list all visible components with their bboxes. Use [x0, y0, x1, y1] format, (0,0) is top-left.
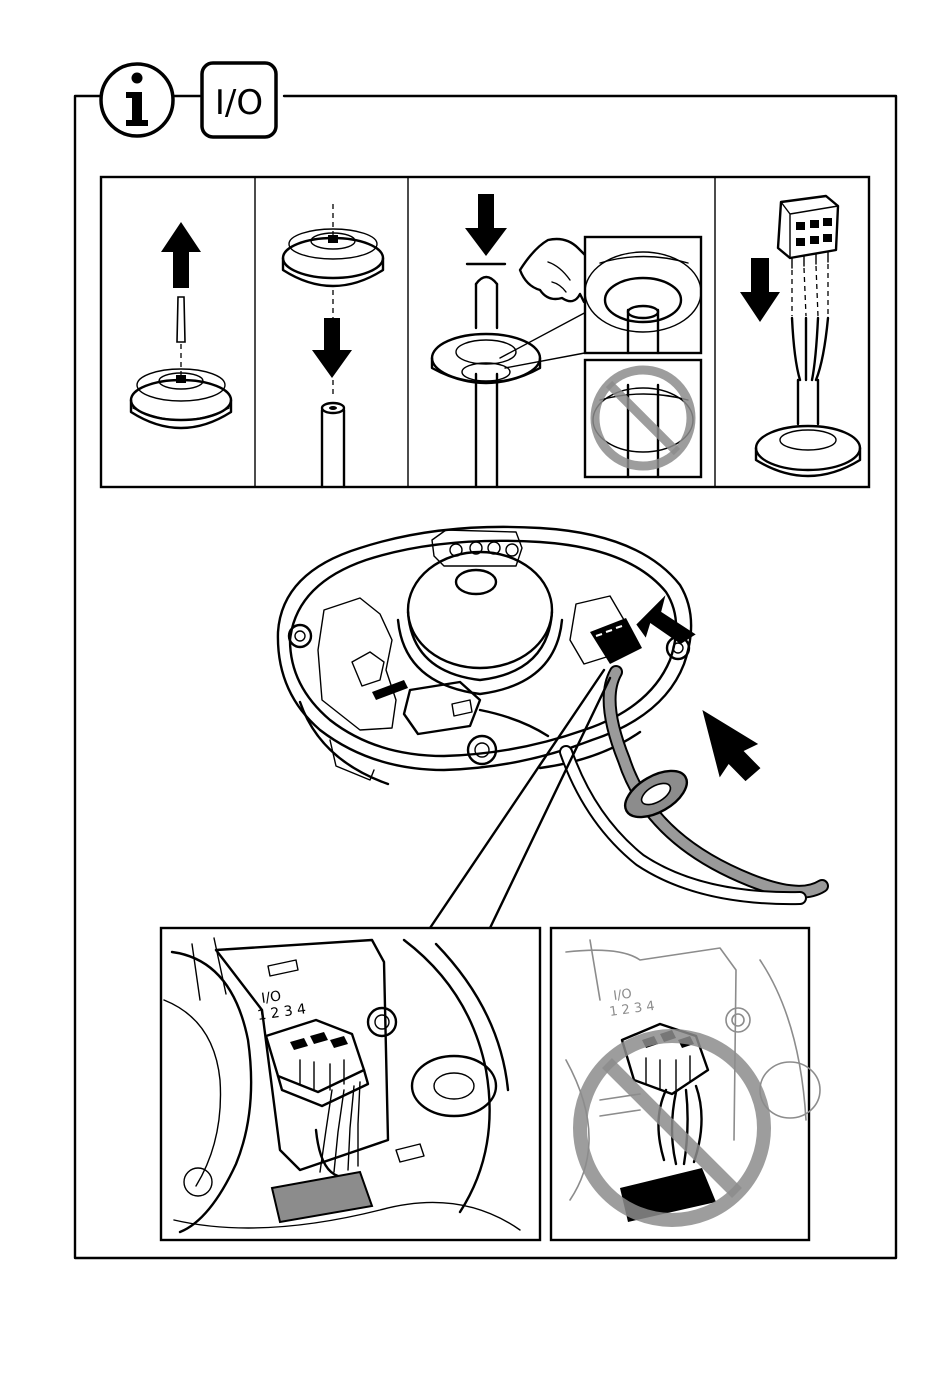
io-badge: I/O: [202, 63, 276, 137]
io-badge-label: I/O: [215, 83, 263, 123]
info-icon: [101, 64, 173, 136]
cable-feed: [566, 672, 822, 898]
zoom-correct: [585, 237, 701, 353]
steps-strip: [101, 177, 869, 487]
zoom-incorrect: [585, 360, 701, 477]
detail-incorrect: I/O 1 2 3 4: [551, 928, 820, 1240]
arrow-cable-icon: [698, 710, 765, 782]
camera-base: [278, 527, 697, 784]
detail-correct: I/O 1 2 3 4: [161, 928, 540, 1240]
base-io-connector: [590, 618, 642, 664]
